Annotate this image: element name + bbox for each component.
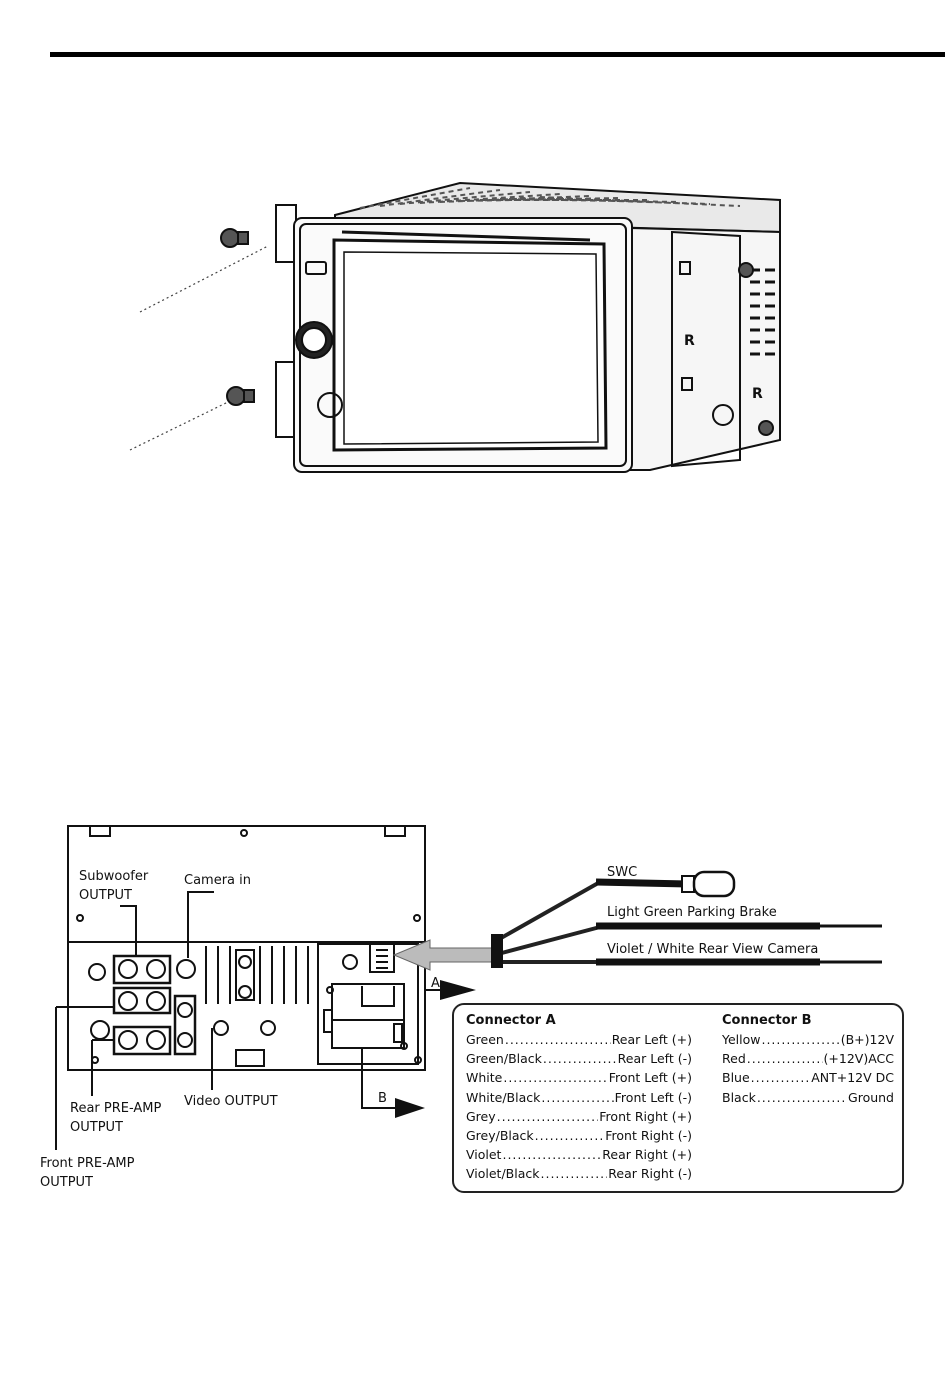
leader-dots <box>503 1070 607 1085</box>
connector-b-column: Connector B Yellow (B+)12V Red (+12V)ACC Blu… <box>722 1013 894 1109</box>
cable-swc-label: SWC <box>607 865 637 880</box>
connector-b-row: Yellow (B+)12V <box>722 1032 894 1051</box>
leader-dots <box>535 1128 605 1143</box>
connector-a-row: Grey/Black Front Right (-) <box>466 1128 692 1147</box>
leader-dots <box>541 1090 613 1105</box>
label-subwoofer-line1: Subwoofer <box>79 869 149 884</box>
connector-b-title: Connector B <box>722 1013 812 1028</box>
wire-color: Violet <box>466 1147 502 1163</box>
connector-a-title: Connector A <box>466 1013 556 1028</box>
connector-b-row: Red (+12V)ACC <box>722 1051 894 1070</box>
wire-color: Green <box>466 1032 504 1047</box>
label-rear-preamp-line2: OUTPUT <box>70 1120 123 1135</box>
connector-pinout-box: Connector A Green Rear Left (+) Green/Blac… <box>452 1003 904 1193</box>
connector-a-row: Violet Rear Right (+) <box>466 1147 692 1166</box>
leader-dots <box>757 1090 847 1105</box>
leader-dots <box>505 1032 611 1047</box>
cable-parking-brake-label: Light Green Parking Brake <box>607 905 777 920</box>
wire-function: Front Right (+) <box>599 1108 692 1124</box>
wire-color: Grey <box>466 1108 496 1124</box>
wire-function: (+12V)ACC <box>823 1051 894 1067</box>
wire-color: Blue <box>722 1070 750 1086</box>
connector-a-row: White/Black Front Left (-) <box>466 1090 692 1109</box>
wire-color: White <box>466 1070 503 1086</box>
wire-function: Front Left (+) <box>608 1070 692 1086</box>
wire-function: Ground <box>848 1089 894 1105</box>
marker-b: B <box>378 1091 387 1106</box>
wire-color: Black <box>722 1089 756 1105</box>
label-video-output: Video OUTPUT <box>184 1094 278 1109</box>
arrow-b <box>395 1098 425 1118</box>
wire-function: Rear Left (-) <box>617 1051 692 1067</box>
connector-a-row: Violet/Black Rear Right (-) <box>466 1166 692 1185</box>
leader-dots <box>497 1109 599 1124</box>
wire-color: Yellow <box>722 1032 761 1047</box>
wire-function: ANT+12V DC <box>811 1070 894 1086</box>
connector-a-row: Green/Black Rear Left (-) <box>466 1051 692 1070</box>
connector-b-row: Blue ANT+12V DC <box>722 1070 894 1089</box>
label-rear-preamp-line1: Rear PRE-AMP <box>70 1101 161 1116</box>
wire-color: Green/Black <box>466 1051 542 1067</box>
leader-dots <box>761 1032 839 1047</box>
leader-dots <box>543 1051 617 1066</box>
wire-color: Grey/Black <box>466 1127 534 1143</box>
connector-b-row: Black Ground <box>722 1090 894 1109</box>
wire-color: White/Black <box>466 1089 541 1105</box>
connector-a-row: Grey Front Right (+) <box>466 1109 692 1128</box>
wire-function: Rear Left (+) <box>611 1032 692 1047</box>
wire-function: Front Right (-) <box>605 1127 692 1143</box>
connector-a-row: Green Rear Left (+) <box>466 1032 692 1051</box>
wire-function: Rear Right (-) <box>608 1166 692 1182</box>
wire-function: Front Left (-) <box>614 1089 692 1105</box>
label-front-preamp-line1: Front PRE-AMP <box>40 1156 135 1171</box>
leader-dots <box>541 1166 608 1181</box>
arrow-a <box>440 980 476 1000</box>
leader-dots <box>751 1070 811 1085</box>
cable-rear-camera-label: Violet / White Rear View Camera <box>607 942 818 957</box>
svg-text:R: R <box>684 333 695 349</box>
top-rule <box>50 52 945 57</box>
leader-dots <box>502 1147 601 1162</box>
wire-color: Red <box>722 1051 746 1067</box>
label-subwoofer-line2: OUTPUT <box>79 888 132 903</box>
connector-a-column: Connector A Green Rear Left (+) Green/Blac… <box>466 1013 692 1186</box>
leader-dots <box>747 1051 823 1066</box>
svg-text:R: R <box>752 386 763 402</box>
marker-a: A <box>431 976 440 991</box>
wire-function: (B+)12V <box>840 1032 894 1047</box>
head-unit-illustration: R R <box>129 181 781 473</box>
label-camera-in: Camera in <box>184 873 251 888</box>
wire-color: Violet/Black <box>466 1166 540 1182</box>
wire-function: Rear Right (+) <box>602 1147 692 1163</box>
connector-a-row: White Front Left (+) <box>466 1070 692 1089</box>
label-front-preamp-line2: OUTPUT <box>40 1175 93 1190</box>
